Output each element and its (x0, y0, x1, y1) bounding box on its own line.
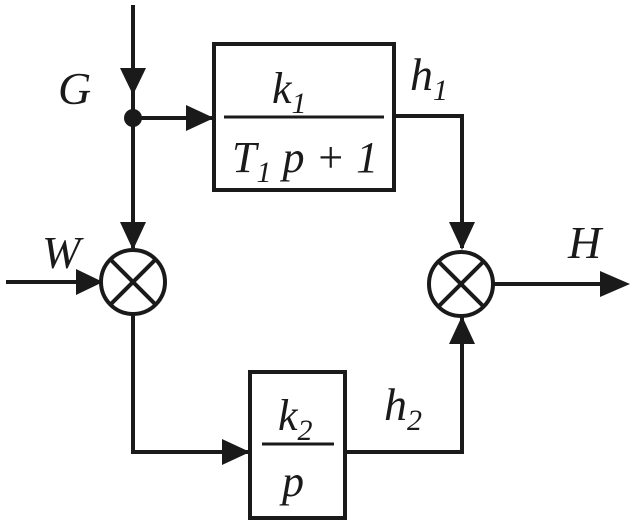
block1-denominator: T1 p + 1 (232, 133, 378, 189)
arrowhead-to-block1 (186, 105, 214, 131)
h2-line (346, 316, 464, 454)
block2-numerator: k2 (278, 391, 313, 447)
branch-point (124, 109, 142, 127)
arrowhead-h-out (600, 271, 630, 297)
label-g: G (58, 63, 91, 114)
arrowhead-to-sum1-top (120, 222, 146, 250)
transfer-block-2: k2 p (248, 370, 347, 520)
label-h2: h2 (384, 379, 422, 437)
label-w: W (42, 227, 84, 278)
h1-line (395, 114, 464, 248)
block1-numerator: k1 (272, 64, 307, 120)
summing-junction-2 (427, 250, 495, 318)
arrowhead-g-down (120, 68, 146, 95)
sum1-to-block2-line (131, 314, 248, 454)
arrowheads (76, 68, 630, 465)
label-h: H (567, 217, 604, 268)
transfer-block-1: k1 T1 p + 1 (212, 42, 396, 192)
arrowhead-h2-up (449, 316, 475, 344)
label-h1: h1 (410, 49, 448, 107)
arrowhead-w-right (76, 269, 103, 295)
arrowhead-to-block2 (222, 439, 250, 465)
block2-denominator: p (279, 457, 304, 506)
summing-junction-1 (99, 248, 167, 316)
arrowhead-h1-down (449, 222, 475, 250)
signal-lines (6, 5, 610, 454)
